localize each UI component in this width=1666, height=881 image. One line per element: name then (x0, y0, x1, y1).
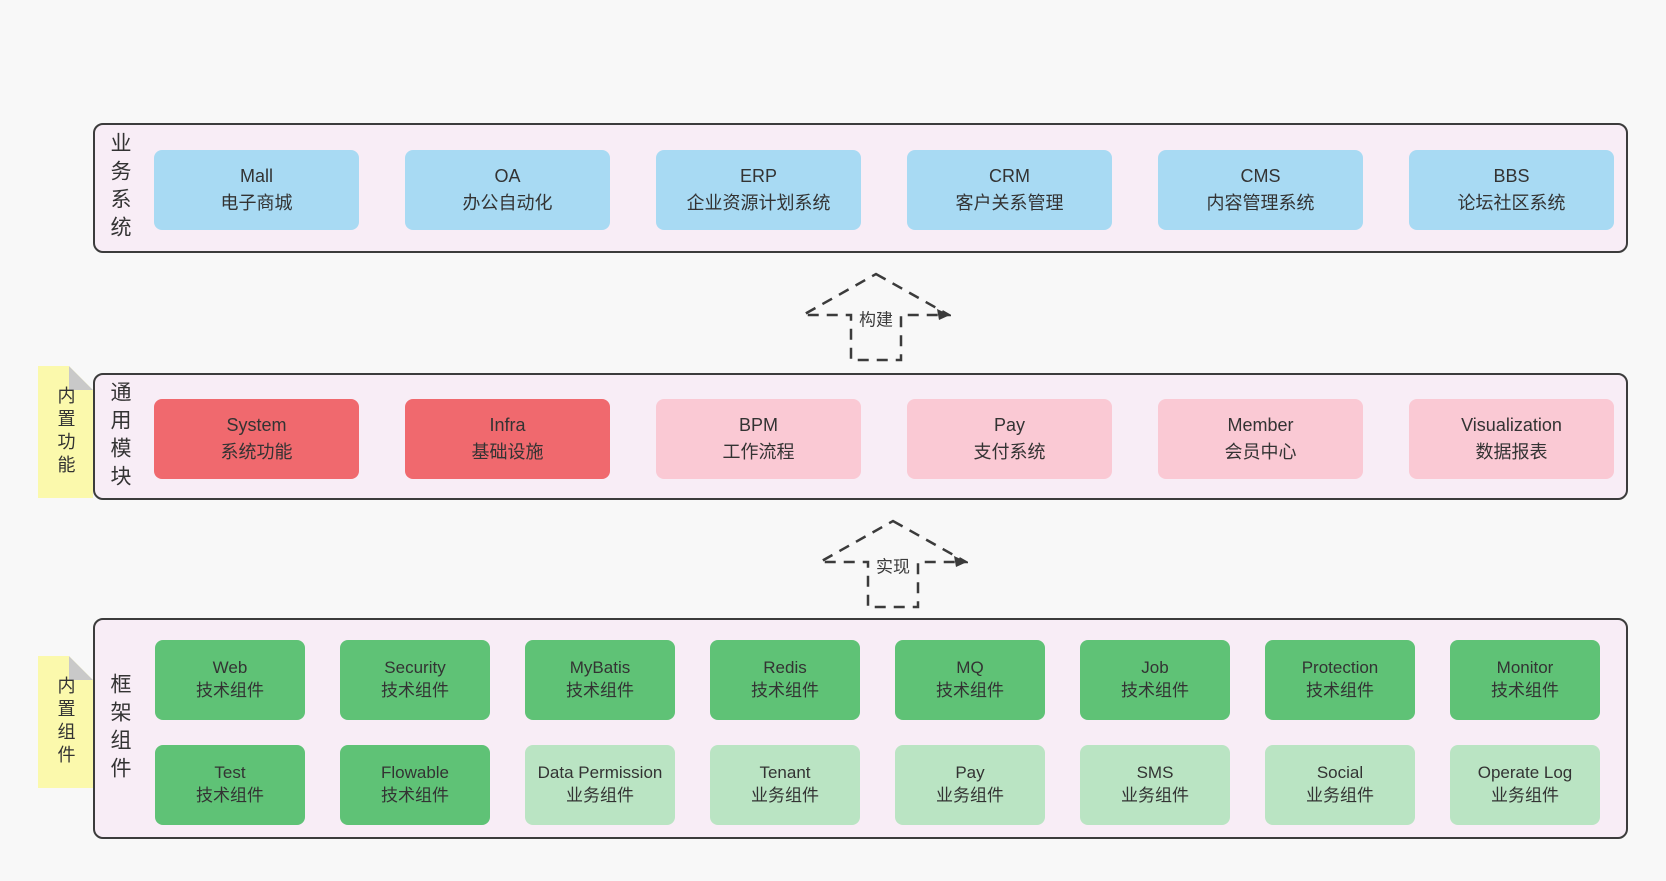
box-pay-component: Pay 业务组件 (895, 745, 1045, 825)
arrow-build-label: 构建 (856, 304, 896, 332)
box-pay-system: Pay 支付系统 (907, 399, 1112, 479)
box-oa: OA 办公自动化 (405, 150, 610, 230)
band-label-common-modules: 通用模块 (108, 380, 131, 493)
dashed-up-arrow-icon (818, 519, 968, 609)
box-mall: Mall 电子商城 (154, 150, 359, 230)
box-bpm: BPM 工作流程 (656, 399, 861, 479)
band-common-modules: 通用模块 System 系统功能 Infra 基础设施 BPM 工作流程 Pay… (93, 373, 1628, 500)
box-test: Test 技术组件 (155, 745, 305, 825)
box-visualization: Visualization 数据报表 (1409, 399, 1614, 479)
dashed-up-arrow-icon (801, 272, 951, 362)
box-sms: SMS 业务组件 (1080, 745, 1230, 825)
box-erp: ERP 企业资源计划系统 (656, 150, 861, 230)
box-social: Social 业务组件 (1265, 745, 1415, 825)
note-built-in-features: 内置功能 (38, 366, 93, 498)
box-security: Security 技术组件 (340, 640, 490, 720)
box-mq: MQ 技术组件 (895, 640, 1045, 720)
box-flowable: Flowable 技术组件 (340, 745, 490, 825)
box-mybatis: MyBatis 技术组件 (525, 640, 675, 720)
band-framework-components: 框架组件 Web 技术组件 Security 技术组件 MyBatis 技术组件… (93, 618, 1628, 839)
box-redis: Redis 技术组件 (710, 640, 860, 720)
arrow-implement-label: 实现 (873, 551, 913, 579)
box-protection: Protection 技术组件 (1265, 640, 1415, 720)
box-operate-log: Operate Log 业务组件 (1450, 745, 1600, 825)
box-tenant: Tenant 业务组件 (710, 745, 860, 825)
box-monitor: Monitor 技术组件 (1450, 640, 1600, 720)
band-label-business-systems: 业务系统 (108, 132, 131, 244)
box-data-permission: Data Permission 业务组件 (525, 745, 675, 825)
box-member: Member 会员中心 (1158, 399, 1363, 479)
note-built-in-components: 内置组件 (38, 656, 93, 788)
box-system: System 系统功能 (154, 399, 359, 479)
box-infra: Infra 基础设施 (405, 399, 610, 479)
arrow-implement: 实现 (818, 519, 968, 609)
band-label-framework-components: 框架组件 (108, 672, 131, 785)
arrow-build: 构建 (801, 272, 951, 362)
box-web: Web 技术组件 (155, 640, 305, 720)
box-cms: CMS 内容管理系统 (1158, 150, 1363, 230)
box-job: Job 技术组件 (1080, 640, 1230, 720)
box-crm: CRM 客户关系管理 (907, 150, 1112, 230)
box-bbs: BBS 论坛社区系统 (1409, 150, 1614, 230)
band-business-systems: 业务系统 Mall 电子商城 OA 办公自动化 ERP 企业资源计划系统 CRM… (93, 123, 1628, 253)
